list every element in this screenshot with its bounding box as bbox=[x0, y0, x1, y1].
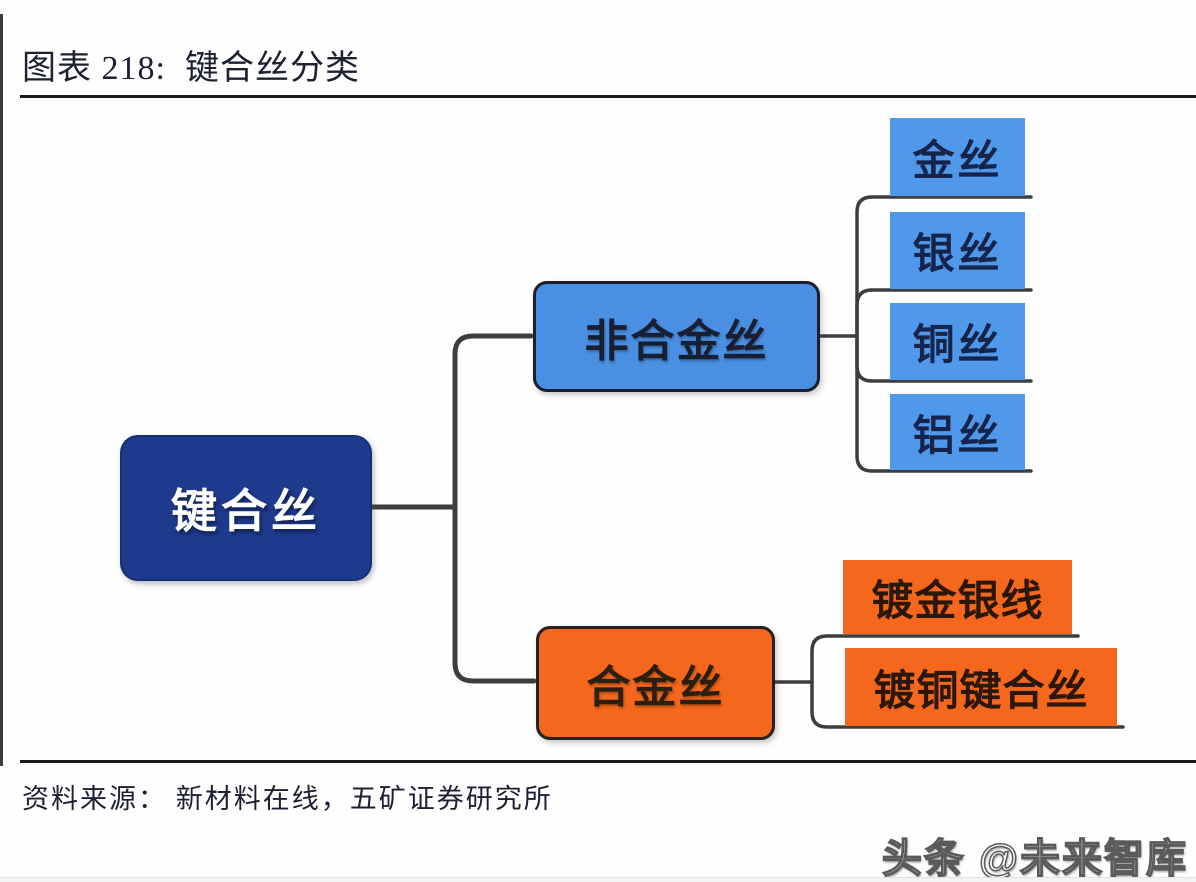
leaf-gold-wire: 金丝 bbox=[890, 118, 1025, 196]
node-branch-non-alloy-wire: 非合金丝 bbox=[533, 281, 820, 392]
footer-divider bbox=[20, 760, 1196, 763]
leaf-gold-plated-silver-wire: 镀金银线 bbox=[843, 560, 1072, 634]
leaf-copper-plated-bonding-wire: 镀铜键合丝 bbox=[845, 648, 1117, 726]
source-attribution: 资料来源： 新材料在线，五矿证券研究所 bbox=[22, 784, 553, 814]
node-branch-alloy-wire: 合金丝 bbox=[536, 626, 775, 740]
leaf-copper-wire: 铜丝 bbox=[890, 303, 1025, 380]
page-left-border bbox=[0, 14, 3, 766]
watermark-toutiao-future-thinktank: 头条 @未来智库 bbox=[881, 836, 1188, 882]
page-bottom-edge bbox=[0, 877, 1196, 882]
leaf-aluminum-wire: 铝丝 bbox=[890, 394, 1025, 470]
leaf-silver-wire: 银丝 bbox=[890, 212, 1025, 289]
figure-title: 图表 218: 键合丝分类 bbox=[22, 50, 360, 87]
node-root-bonding-wire: 键合丝 bbox=[120, 435, 372, 581]
title-divider bbox=[20, 95, 1196, 98]
